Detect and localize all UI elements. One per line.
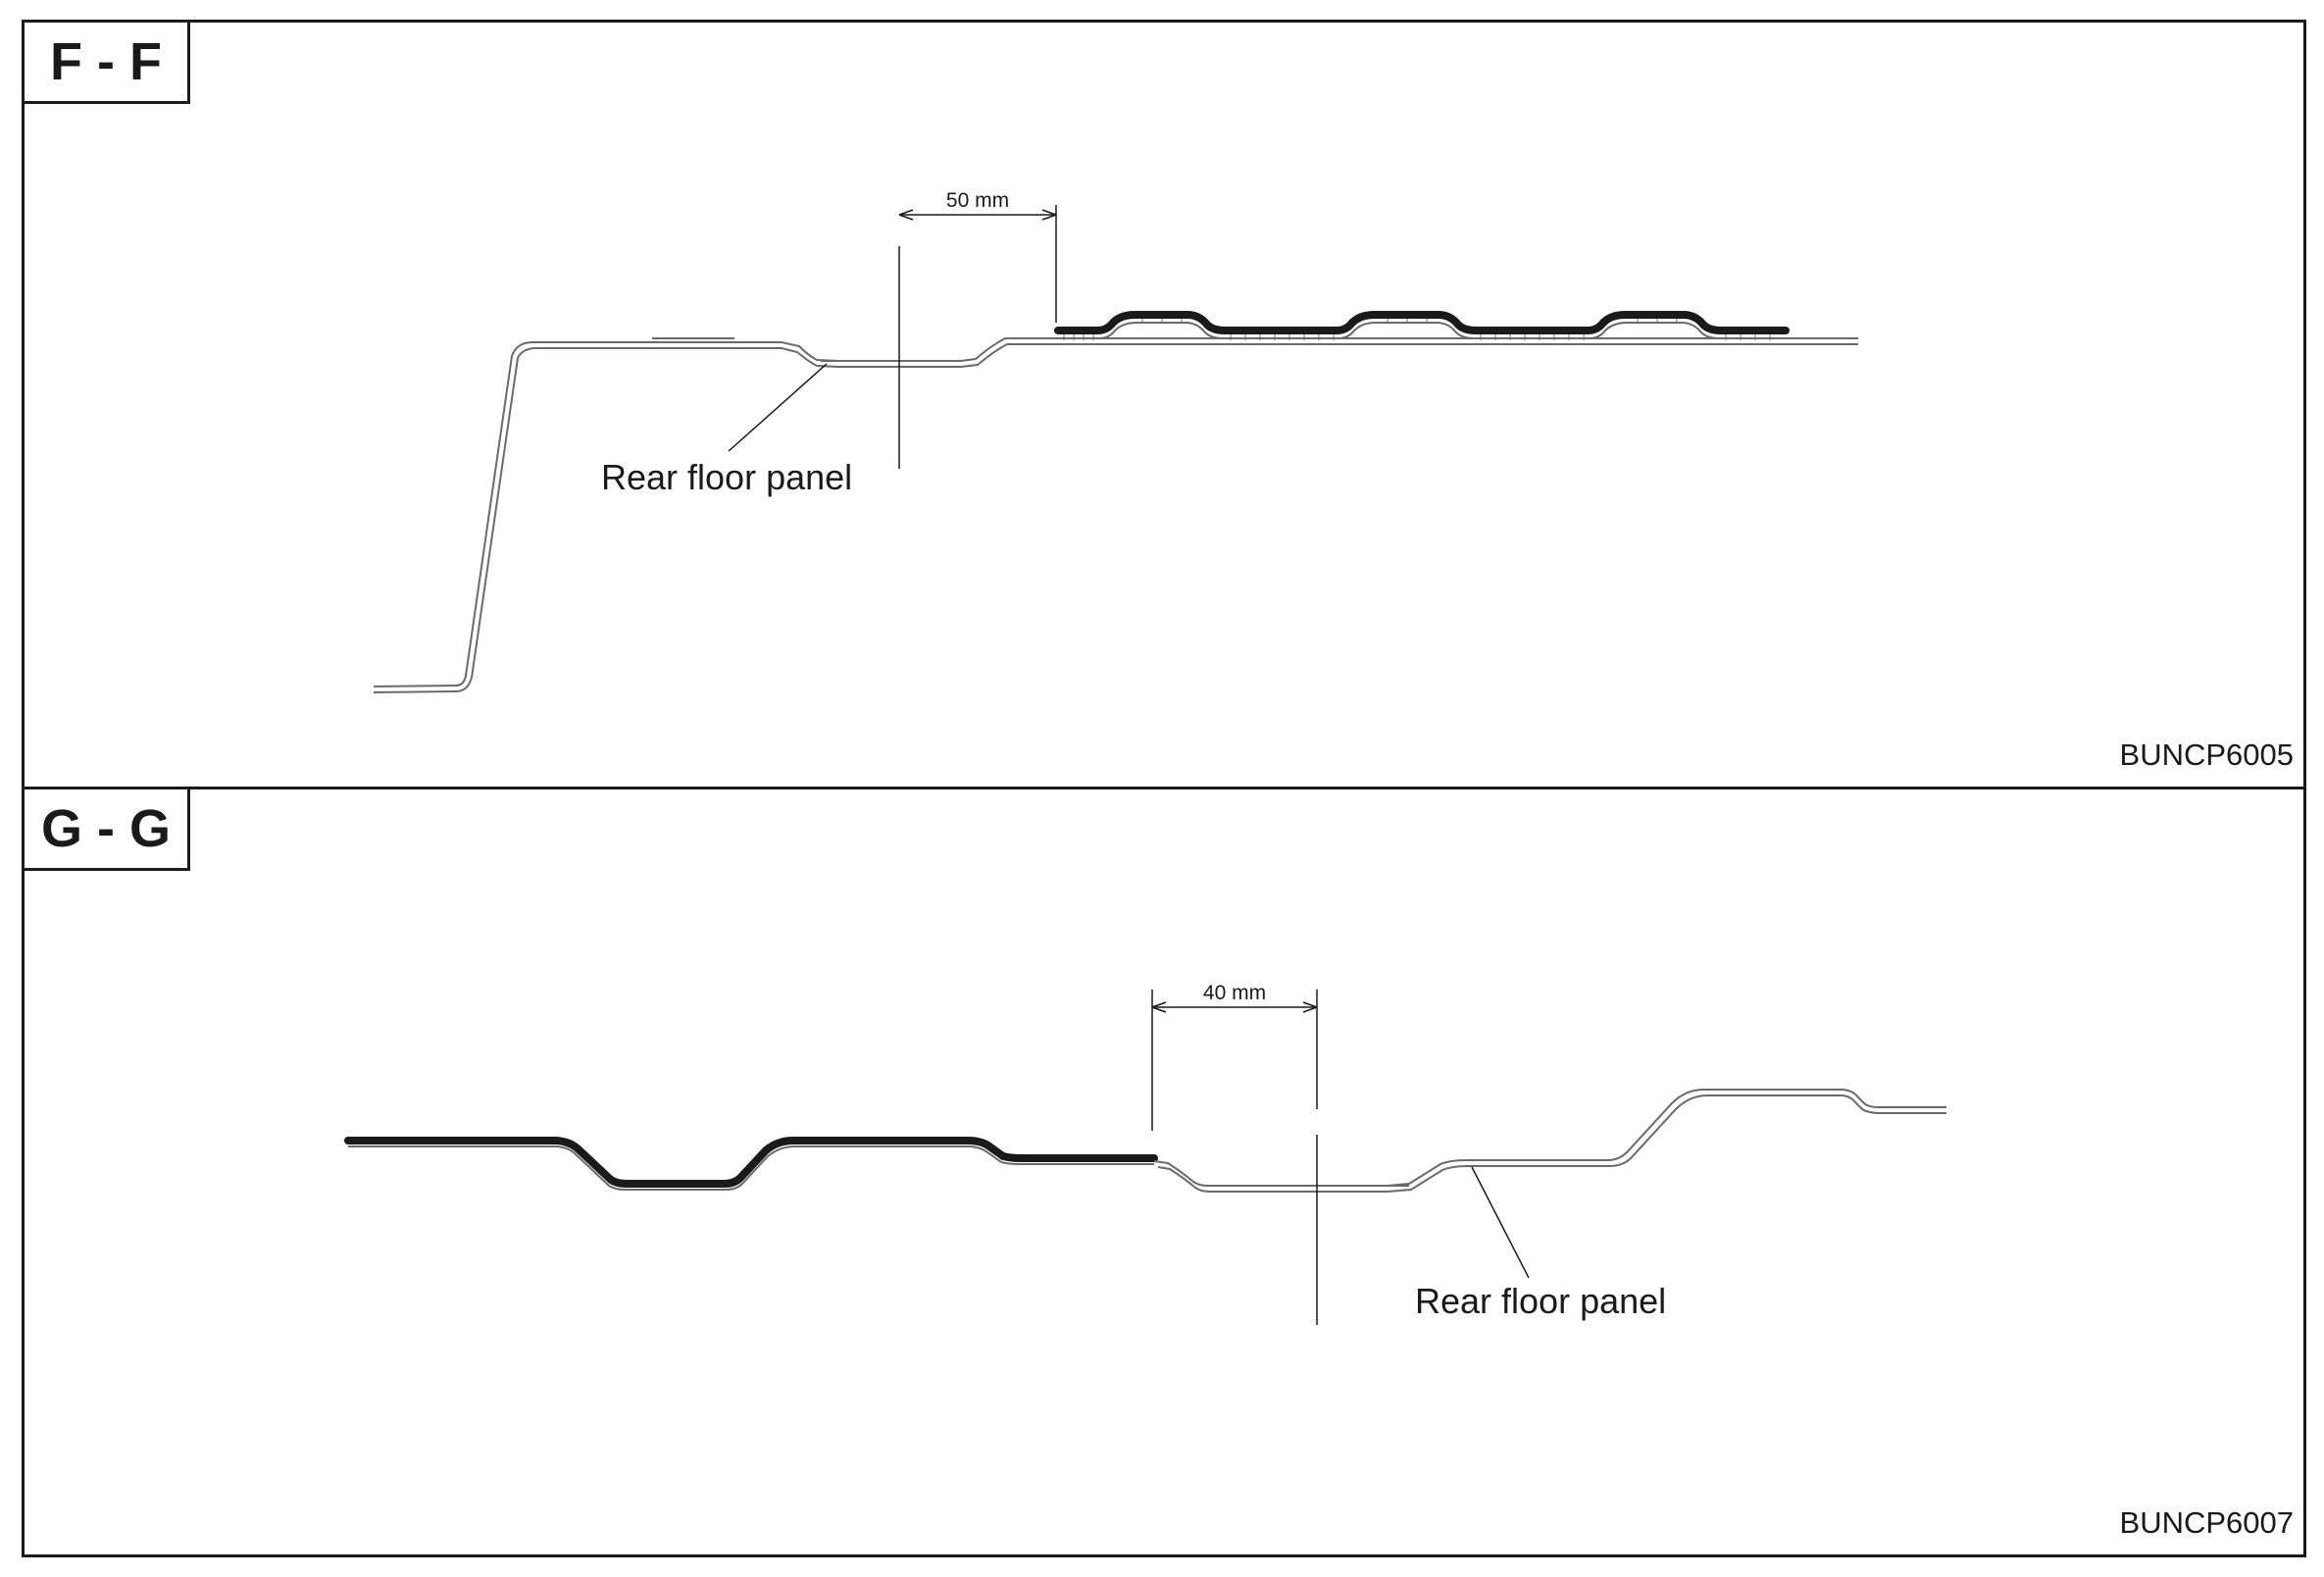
section-g-g-panel: G - G BUNCP6007 40 mm (22, 787, 2306, 1557)
section-g-g-drawing: 40 mm Rear floor panel (344, 982, 1946, 1325)
section-f-f-panel: F - F BUNCP6005 (22, 20, 2306, 789)
g-g-sealer-bead (344, 1137, 1158, 1188)
f-f-rib-panel (1056, 322, 1780, 339)
g-g-panel-profile (348, 1089, 1946, 1193)
f-f-callout-label: Rear floor panel (601, 457, 852, 497)
f-f-dimension-text: 50 mm (946, 189, 1009, 212)
f-f-dimension (898, 205, 1057, 469)
section-f-f-drawing: 50 mm Rear floor panel (373, 189, 1858, 693)
f-f-leader-line (728, 363, 828, 452)
g-g-callout-label: Rear floor panel (1415, 1281, 1666, 1321)
section-g-g-label: G - G (22, 787, 190, 871)
g-g-dimension-text: 40 mm (1203, 982, 1266, 1004)
section-f-f-label: F - F (22, 20, 190, 104)
g-g-leader-line (1471, 1166, 1530, 1279)
f-f-panel-profile (373, 337, 1858, 693)
f-f-sealer-bead (1054, 311, 1790, 334)
g-g-dimension (1151, 990, 1318, 1325)
section-f-f-ref-code: BUNCP6005 (2119, 738, 2294, 772)
section-g-g-ref-code: BUNCP6007 (2119, 1505, 2294, 1540)
f-f-hatch (1063, 319, 1771, 340)
